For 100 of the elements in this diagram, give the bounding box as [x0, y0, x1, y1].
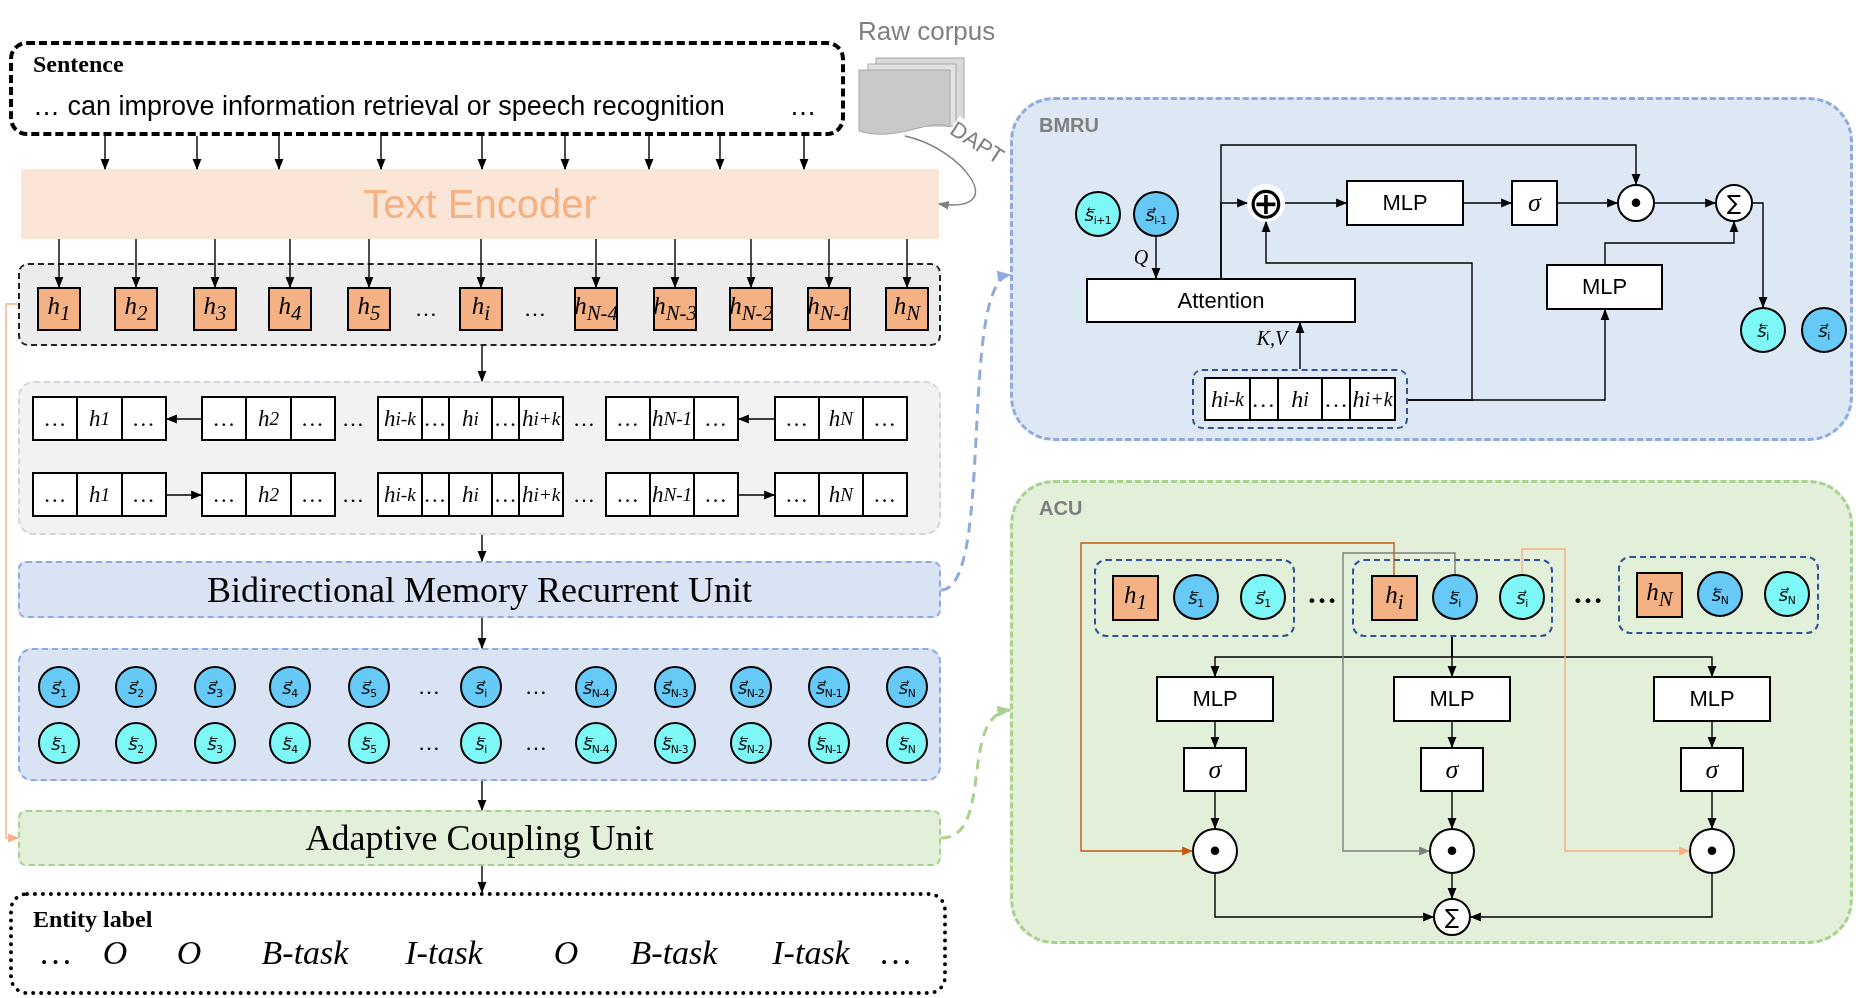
token-label: h$_{i}$ — [471, 292, 491, 326]
encoder-bar — [21, 169, 939, 239]
state-circle — [654, 722, 696, 764]
arrow — [1220, 144, 1641, 279]
state-label: s⃗$_{N-1}$ — [815, 676, 843, 698]
state-circle — [115, 666, 157, 708]
arrow — [746, 238, 756, 289]
tag-label: O — [176, 934, 202, 972]
state-label: s⃖$_{2}$ — [128, 732, 144, 754]
ellipsis-text: … — [342, 482, 364, 508]
arrow — [210, 238, 220, 289]
state-label: s⃖$_{1}$ — [51, 732, 67, 754]
state-label: s⃗$_{3}$ — [207, 676, 223, 698]
state-circle — [886, 666, 928, 708]
sigma-symbol: σ — [1528, 188, 1541, 218]
panel-heading: BMRU — [1039, 114, 1099, 137]
tag-label: O — [102, 934, 128, 972]
arrow — [1447, 721, 1457, 749]
arrow — [1214, 873, 1435, 922]
arrow — [477, 345, 487, 383]
state-label: s⃖$_{i}$ — [1757, 319, 1769, 341]
state-label: s⃖$_{i}$ — [475, 732, 487, 754]
ellipsis-text: … — [415, 296, 437, 322]
memory-cell-text: … — [785, 404, 809, 433]
state-circle — [460, 722, 502, 764]
memory-cell: … — [1321, 379, 1350, 419]
tag-label: O — [553, 934, 579, 972]
sum-symbol: ∑ — [1726, 191, 1742, 215]
memory-slot-row — [605, 472, 739, 517]
unit-label: Bidirectional Memory Recurrent Unit — [207, 568, 752, 611]
memory-cell-text: … — [43, 404, 67, 433]
group-frame — [1352, 559, 1553, 637]
curved-arrow — [904, 135, 976, 209]
state-label: s⃖$_{N-3}$ — [661, 732, 689, 754]
token-square — [37, 287, 81, 331]
dot-symbol: • — [1446, 836, 1458, 866]
state-circle — [730, 666, 772, 708]
unit-bar — [18, 561, 941, 618]
arrow — [738, 490, 776, 500]
dashed-arrow — [940, 708, 1012, 840]
arrow — [477, 534, 487, 563]
arrow — [54, 238, 64, 289]
dot-symbol: • — [1706, 836, 1718, 866]
ellipsis-text: … — [418, 730, 440, 756]
memory-slot-row — [32, 472, 167, 517]
state-circle — [1740, 307, 1786, 353]
state-circle — [38, 722, 80, 764]
dot-symbol: • — [1209, 836, 1221, 866]
token-label: h$_{N-2}$ — [729, 292, 773, 326]
arrow — [274, 135, 284, 171]
arrow — [1080, 542, 1395, 856]
memory-slot-row — [774, 396, 908, 441]
state-circle — [460, 666, 502, 708]
ellipsis-text: … — [524, 296, 546, 322]
sentence-box — [9, 41, 845, 136]
state-label: s⃗$_{5}$ — [361, 676, 377, 698]
state-circle — [1764, 571, 1810, 617]
arrow — [364, 238, 374, 289]
arrow — [192, 135, 202, 171]
panel-heading: ACU — [1039, 497, 1083, 520]
ellipsis-text: … — [1307, 576, 1337, 610]
state-circle — [194, 666, 236, 708]
ellipsis-text: … — [342, 406, 364, 432]
arrow — [1469, 873, 1713, 922]
token-label: h$_{1}$ — [47, 292, 71, 326]
state-label: s⃖$_{1}$ — [1188, 586, 1204, 608]
state-label: s⃗$_{N}$ — [898, 676, 916, 698]
state-circle — [808, 722, 850, 764]
memory-cell: … — [120, 398, 165, 439]
arrow — [376, 135, 386, 171]
state-label: s⃗$_{i}$ — [475, 676, 487, 698]
arrow — [1752, 202, 1768, 309]
tag-label: B-task — [261, 934, 349, 972]
sum-circle — [1715, 184, 1753, 222]
block-label: MLP — [1429, 686, 1475, 712]
arrow — [1463, 198, 1513, 208]
state-label: s⃖$_{N}$ — [898, 732, 916, 754]
arrow — [799, 135, 809, 171]
module-panel — [1010, 480, 1853, 944]
token-square — [885, 287, 929, 331]
block-label: Attention — [1177, 287, 1265, 314]
state-circle — [730, 722, 772, 764]
state-label: s⃗$_{1}$ — [1255, 586, 1271, 608]
arrow — [1557, 198, 1619, 208]
tag-label: I-task — [772, 934, 850, 972]
arrow — [1261, 220, 1473, 401]
state-label: s⃖$_{4}$ — [282, 732, 298, 754]
ellipsis-text: … — [525, 674, 547, 700]
state-label: s⃖$_{N-1}$ — [815, 732, 843, 754]
state-circle — [348, 722, 390, 764]
memory-cell: … — [491, 398, 519, 439]
memory-cell: … — [420, 474, 448, 515]
state-label: s⃖$_{i+1}$ — [1084, 203, 1112, 225]
state-circle — [575, 666, 617, 708]
ellipsis-text: … — [573, 406, 595, 432]
state-circle — [38, 666, 80, 708]
arrow — [644, 135, 654, 171]
state-circle — [1173, 574, 1219, 620]
token-label: h$_{3}$ — [203, 292, 227, 326]
ellipsis-text: … — [789, 90, 817, 122]
